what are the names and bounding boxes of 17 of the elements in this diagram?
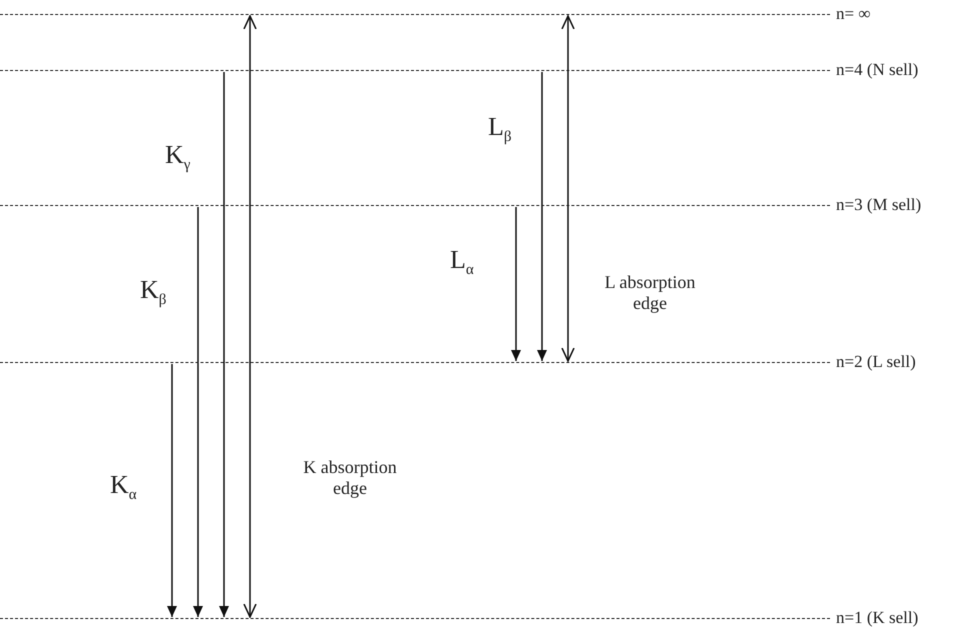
energy-level-line [0, 14, 830, 15]
energy-level-line [0, 618, 830, 619]
energy-level-line [0, 205, 830, 206]
arrow [219, 72, 229, 617]
energy-level-line [0, 70, 830, 71]
arrow [167, 364, 177, 617]
arrow [193, 207, 203, 617]
arrow [243, 15, 257, 618]
level-label: n=3 (M sell) [836, 195, 922, 215]
level-label: n=2 (L sell) [836, 352, 916, 372]
arrow [511, 207, 521, 361]
level-label: n=1 (K sell) [836, 608, 918, 628]
arrow [561, 15, 575, 362]
arrow [537, 72, 547, 361]
level-label: n= ∞ [836, 4, 870, 24]
level-label: n=4 (N sell) [836, 60, 918, 80]
energy-level-line [0, 362, 830, 363]
